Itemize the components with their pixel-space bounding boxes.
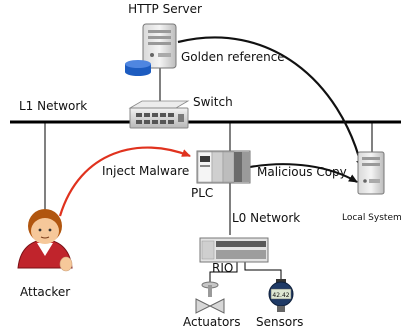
- l1-network-label: L1 Network: [19, 99, 87, 113]
- database-disk-icon: [125, 60, 151, 76]
- rio-label: RIO: [212, 261, 233, 275]
- switch-label: Switch: [193, 95, 233, 109]
- valve-actuator-icon: [195, 281, 225, 314]
- rio-to-actuator-line: [209, 262, 238, 282]
- actuators-label: Actuators: [183, 315, 241, 329]
- attacker-label: Attacker: [20, 285, 70, 299]
- sensor-readout: 42.42: [272, 292, 289, 299]
- local-system-icon: [357, 151, 385, 195]
- l0-network-label: L0 Network: [232, 211, 300, 225]
- rio-to-sensor-line: [244, 262, 282, 282]
- sensors-label: Sensors: [256, 315, 303, 329]
- network-switch-icon: [128, 100, 190, 129]
- http-server-icon: [142, 23, 177, 69]
- golden-reference-label: Golden reference: [181, 50, 285, 64]
- plc-rack-icon: [196, 150, 251, 184]
- inject-malware-arrow: [58, 146, 191, 217]
- inject-malware-label: Inject Malware: [102, 164, 189, 178]
- malicious-copy-label: Malicious Copy: [257, 165, 347, 179]
- http-server-label: HTTP Server: [128, 2, 202, 16]
- golden-reference-arrow: [177, 36, 364, 169]
- plc-label: PLC: [191, 186, 213, 200]
- malicious-copy-arrow: [249, 163, 358, 183]
- pressure-sensor-icon: [268, 279, 294, 312]
- remote-io-icon: [199, 237, 269, 263]
- local-system-label: Local System: [342, 213, 401, 223]
- attacker-person-icon: [17, 209, 73, 272]
